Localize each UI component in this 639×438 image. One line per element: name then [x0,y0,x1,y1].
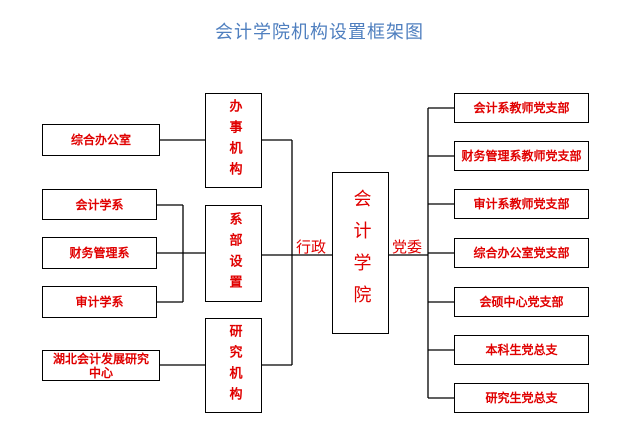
box-dept-audit: 审计学系 [42,286,157,318]
box-party-branch-3: 审计系教师党支部 [454,189,589,219]
box-research-org: 研究机构 [205,318,262,413]
label-party: 党委 [392,238,423,256]
box-dept-setup: 系部设置 [205,205,262,302]
box-admin-org: 办事机构 [205,93,262,188]
box-party-branch-4: 综合办公室党支部 [454,238,589,268]
label-admin: 行政 [296,238,327,256]
box-office: 综合办公室 [42,124,160,156]
box-party-branch-2: 财务管理系教师党支部 [454,141,589,171]
box-research-center: 湖北会计发展研究中心 [42,350,160,381]
box-party-branch-7: 研究生党总支 [454,383,589,413]
box-party-branch-5: 会硕中心党支部 [454,287,589,317]
box-dept-finance: 财务管理系 [42,237,157,269]
box-college: 会计学院 [332,172,389,334]
box-dept-accounting: 会计学系 [42,189,157,220]
box-party-branch-6: 本科生党总支 [454,335,589,365]
box-party-branch-1: 会计系教师党支部 [454,93,589,123]
page-title: 会计学院机构设置框架图 [215,22,424,43]
